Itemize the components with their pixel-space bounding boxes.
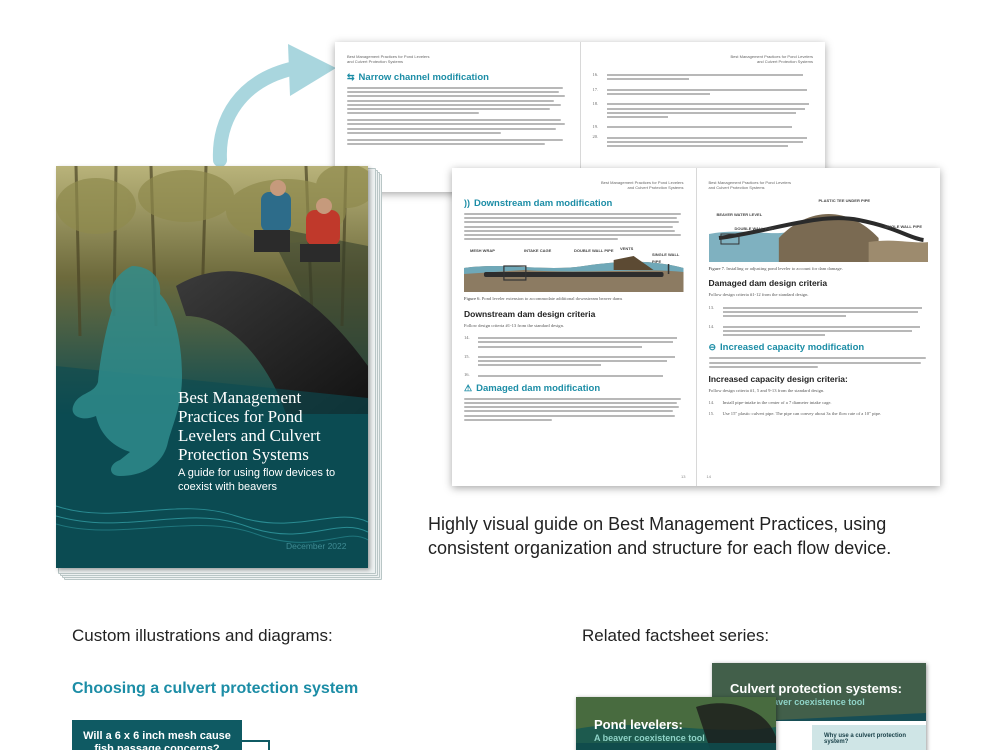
body-text [708, 357, 929, 368]
figure-label: Plastic tee under pipe [818, 198, 871, 203]
section-title-text: Narrow channel modification [358, 72, 489, 83]
list-item: 16. [593, 72, 814, 83]
parentheses-icon: )) [464, 198, 470, 208]
factsheet-title: Culvert protection systems: [730, 681, 902, 696]
factsheet-heading: Related factsheet series: [582, 626, 770, 645]
figure-label: Vents [620, 246, 634, 252]
curved-arrow-icon [212, 44, 336, 167]
damaged-dam-diagram [708, 214, 928, 262]
back-spread: Best Management Practices for Pond Level… [335, 42, 825, 192]
list-item: 19. [593, 124, 814, 130]
list-item: 15. [464, 354, 684, 369]
list-item: 13. [709, 305, 929, 320]
body-text: Follow design criteria #1-13 from the st… [464, 322, 565, 328]
section-title-damaged-dam: ⚠ Damaged dam modification [464, 383, 684, 394]
factsheet-title: Pond levelers: [594, 717, 683, 732]
page-number: 13 [681, 473, 686, 479]
guide-description: Highly visual guide on Best Management P… [428, 514, 892, 558]
front-spread-right-page: Best Management Practices for Pond Level… [695, 168, 941, 486]
body-text [347, 119, 568, 134]
figure-label: Beaver water level [716, 212, 763, 217]
book-cover: Best Management Practices for Pond Level… [56, 166, 368, 568]
figure-caption: Figure 7. Installing or adjusting pond l… [708, 266, 843, 271]
list-item: 18. [593, 101, 814, 120]
factsheet-question: Why use a culvert protection system? [824, 733, 907, 745]
book-title: Best Management Practices for Pond Level… [178, 388, 321, 464]
body-text [347, 87, 568, 115]
figure-label: Double wall pipe [574, 248, 614, 254]
figure-7-illustration: Plastic tee under pipe Beaver water leve… [708, 198, 928, 262]
expand-circle-icon: ⊖ [708, 342, 717, 353]
sub-heading: Downstream dam design criteria [464, 308, 596, 319]
figure-label: Intake cage [524, 248, 552, 254]
factsheet-subtitle: A beaver coexistence tool [594, 733, 705, 743]
double-arrow-icon: ⇆ [347, 72, 355, 82]
body-text [464, 397, 684, 421]
front-spread: Best Management Practices for Pond Level… [452, 168, 940, 486]
list-item: 14. [709, 324, 929, 339]
section-title-narrow-channel: ⇆ Narrow channel modification [347, 72, 568, 83]
list-item: 14.Install pipe-intake in the center of … [708, 400, 832, 406]
back-spread-left-page: Best Management Practices for Pond Level… [335, 42, 580, 192]
culvert-diagram-title: Choosing a culvert protection system [72, 680, 359, 697]
flowchart-question-box: Will a 6 x 6 inch mesh cause fish passag… [72, 720, 242, 750]
figure-label: Single wall pipe [652, 252, 680, 264]
front-spread-left-page: Best Management Practices for Pond Level… [452, 168, 696, 486]
back-spread-right-page: Best Management Practices for Pond Level… [579, 42, 826, 192]
section-title-downstream: )) Downstream dam modification [464, 198, 684, 209]
beaver-silhouette-icon [72, 266, 182, 476]
guide-book: Best Management Practices for Pond Level… [56, 166, 382, 580]
pond-leveler-diagram [464, 256, 684, 293]
sub-heading: Increased capacity design criteria: [708, 373, 848, 384]
list-item: 17. [593, 87, 814, 98]
page-number: 14 [706, 473, 711, 479]
figure-label: Double wall pipe [734, 226, 774, 231]
factsheet-subtitle: A beaver coexistence tool [754, 697, 865, 707]
list-item: 15.Use 15" plastic culvert pipe. The pip… [708, 410, 882, 416]
list-item: 14. [464, 335, 684, 350]
figure-caption: Figure 6. Pond leveler extension to acco… [464, 296, 623, 302]
body-text: Follow design criteria #1, 5 and 9-13 fr… [708, 387, 825, 393]
cover-wave-lines [56, 505, 368, 543]
body-text [464, 213, 684, 241]
illustrations-heading: Custom illustrations and diagrams: [72, 626, 333, 645]
section-title-text: Downstream dam modification [474, 198, 613, 209]
warning-triangle-icon: ⚠ [464, 382, 473, 393]
book-date: December 2022 [286, 541, 347, 551]
sub-heading: Damaged dam design criteria [708, 278, 828, 289]
factsheet-photo [576, 697, 776, 750]
list-item: 20. [593, 134, 814, 149]
page-header: Best Management Practices for Pond Level… [708, 180, 792, 190]
figure-label: Single wall pipe [884, 224, 923, 229]
body-text [347, 138, 568, 145]
body-text: Follow design criteria #1-12 from the st… [708, 292, 809, 298]
list-item: 16. [464, 372, 684, 378]
section-title-text: Damaged dam modification [476, 382, 601, 394]
book-subtitle: A guide for using flow devices to coexis… [178, 467, 336, 493]
factsheet-pond: Pond levelers: A beaver coexistence tool [576, 697, 776, 750]
section-title-increased-capacity: ⊖ Increased capacity modification [709, 342, 929, 353]
section-title-text: Increased capacity modification [720, 342, 865, 354]
page-header: Best Management Practices for Pond Level… [730, 54, 814, 64]
page-header: Best Management Practices for Pond Level… [347, 54, 430, 64]
page-header: Best Management Practices for Pond Level… [601, 180, 684, 190]
figure-6-illustration: Mesh wrap Intake cage Double wall pipe V… [464, 246, 684, 293]
flowchart-connector [242, 740, 270, 750]
figure-label: Mesh wrap [470, 248, 495, 254]
